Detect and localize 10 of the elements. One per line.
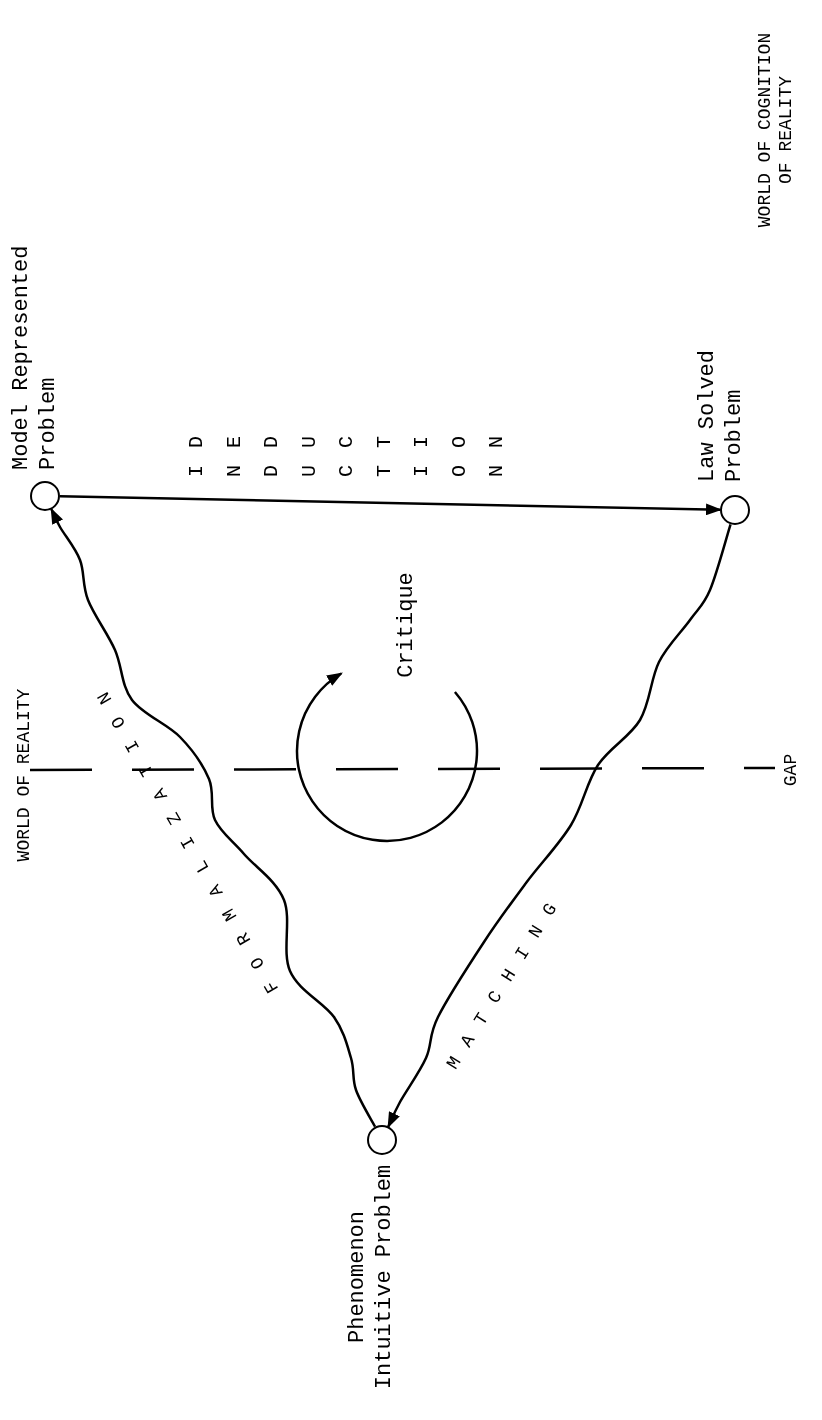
vertical-label: INDUCTION — [184, 464, 509, 479]
node-label: Law Solved Problem — [694, 348, 748, 482]
node-label: Model Represented Problem — [8, 244, 62, 470]
arrow — [59, 495, 722, 516]
node-label: Phenomenon Intuitive Problem — [344, 1163, 398, 1392]
vertical-label: DEDUCTION — [184, 435, 509, 450]
text-label: WORLD OF COGNITION OF REALITY — [755, 31, 797, 230]
text-label: Critique — [396, 571, 417, 680]
text-label: WORLD OF REALITY — [14, 687, 35, 864]
text-label: GAP — [781, 752, 802, 789]
